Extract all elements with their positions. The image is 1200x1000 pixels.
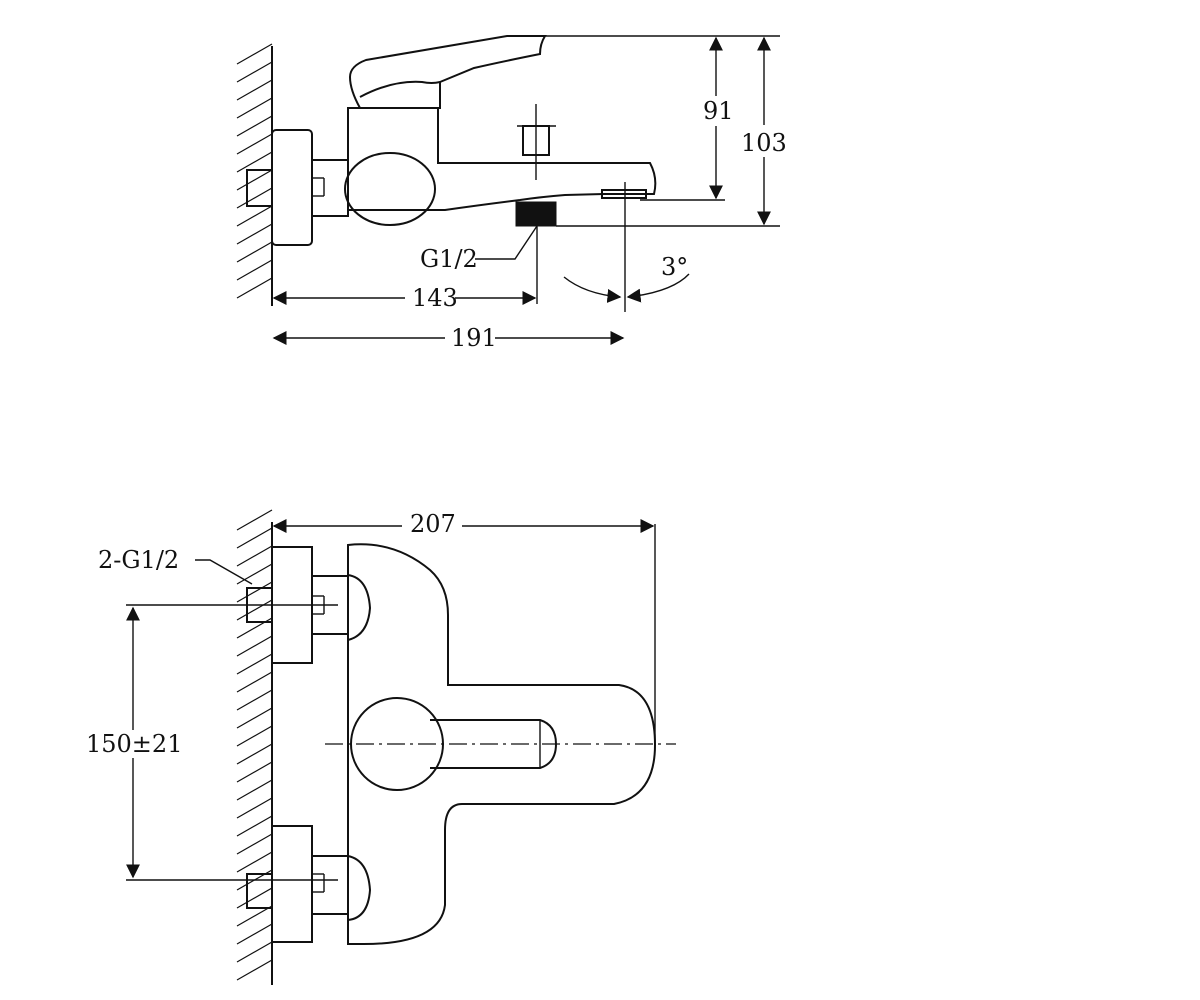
bottom-dimensions: 207 2-G1/2 150±21 bbox=[86, 510, 656, 881]
top-faucet-body bbox=[344, 35, 657, 312]
bottom-front-view: 207 2-G1/2 150±21 bbox=[86, 509, 676, 985]
top-side-view: 91 103 G1/2 3° 143 191 bbox=[236, 35, 788, 352]
top-wall-hatching bbox=[236, 43, 273, 306]
bottom-faucet-body bbox=[325, 543, 676, 946]
spacing-label: 150±21 bbox=[86, 730, 182, 758]
top-thread-label: G1/2 bbox=[420, 245, 478, 273]
height-103-label: 103 bbox=[741, 129, 787, 157]
length-191-label: 191 bbox=[451, 324, 497, 352]
width-207-label: 207 bbox=[410, 510, 456, 538]
top-dimensions: 91 103 G1/2 3° 143 191 bbox=[272, 35, 788, 352]
bottom-wall-hatching bbox=[236, 509, 273, 985]
inlet-thread-label: 2-G1/2 bbox=[98, 546, 179, 574]
top-inlet-connector bbox=[246, 129, 349, 246]
length-143-label: 143 bbox=[412, 284, 458, 312]
angle-label: 3° bbox=[661, 253, 688, 281]
height-91-label: 91 bbox=[703, 97, 734, 125]
